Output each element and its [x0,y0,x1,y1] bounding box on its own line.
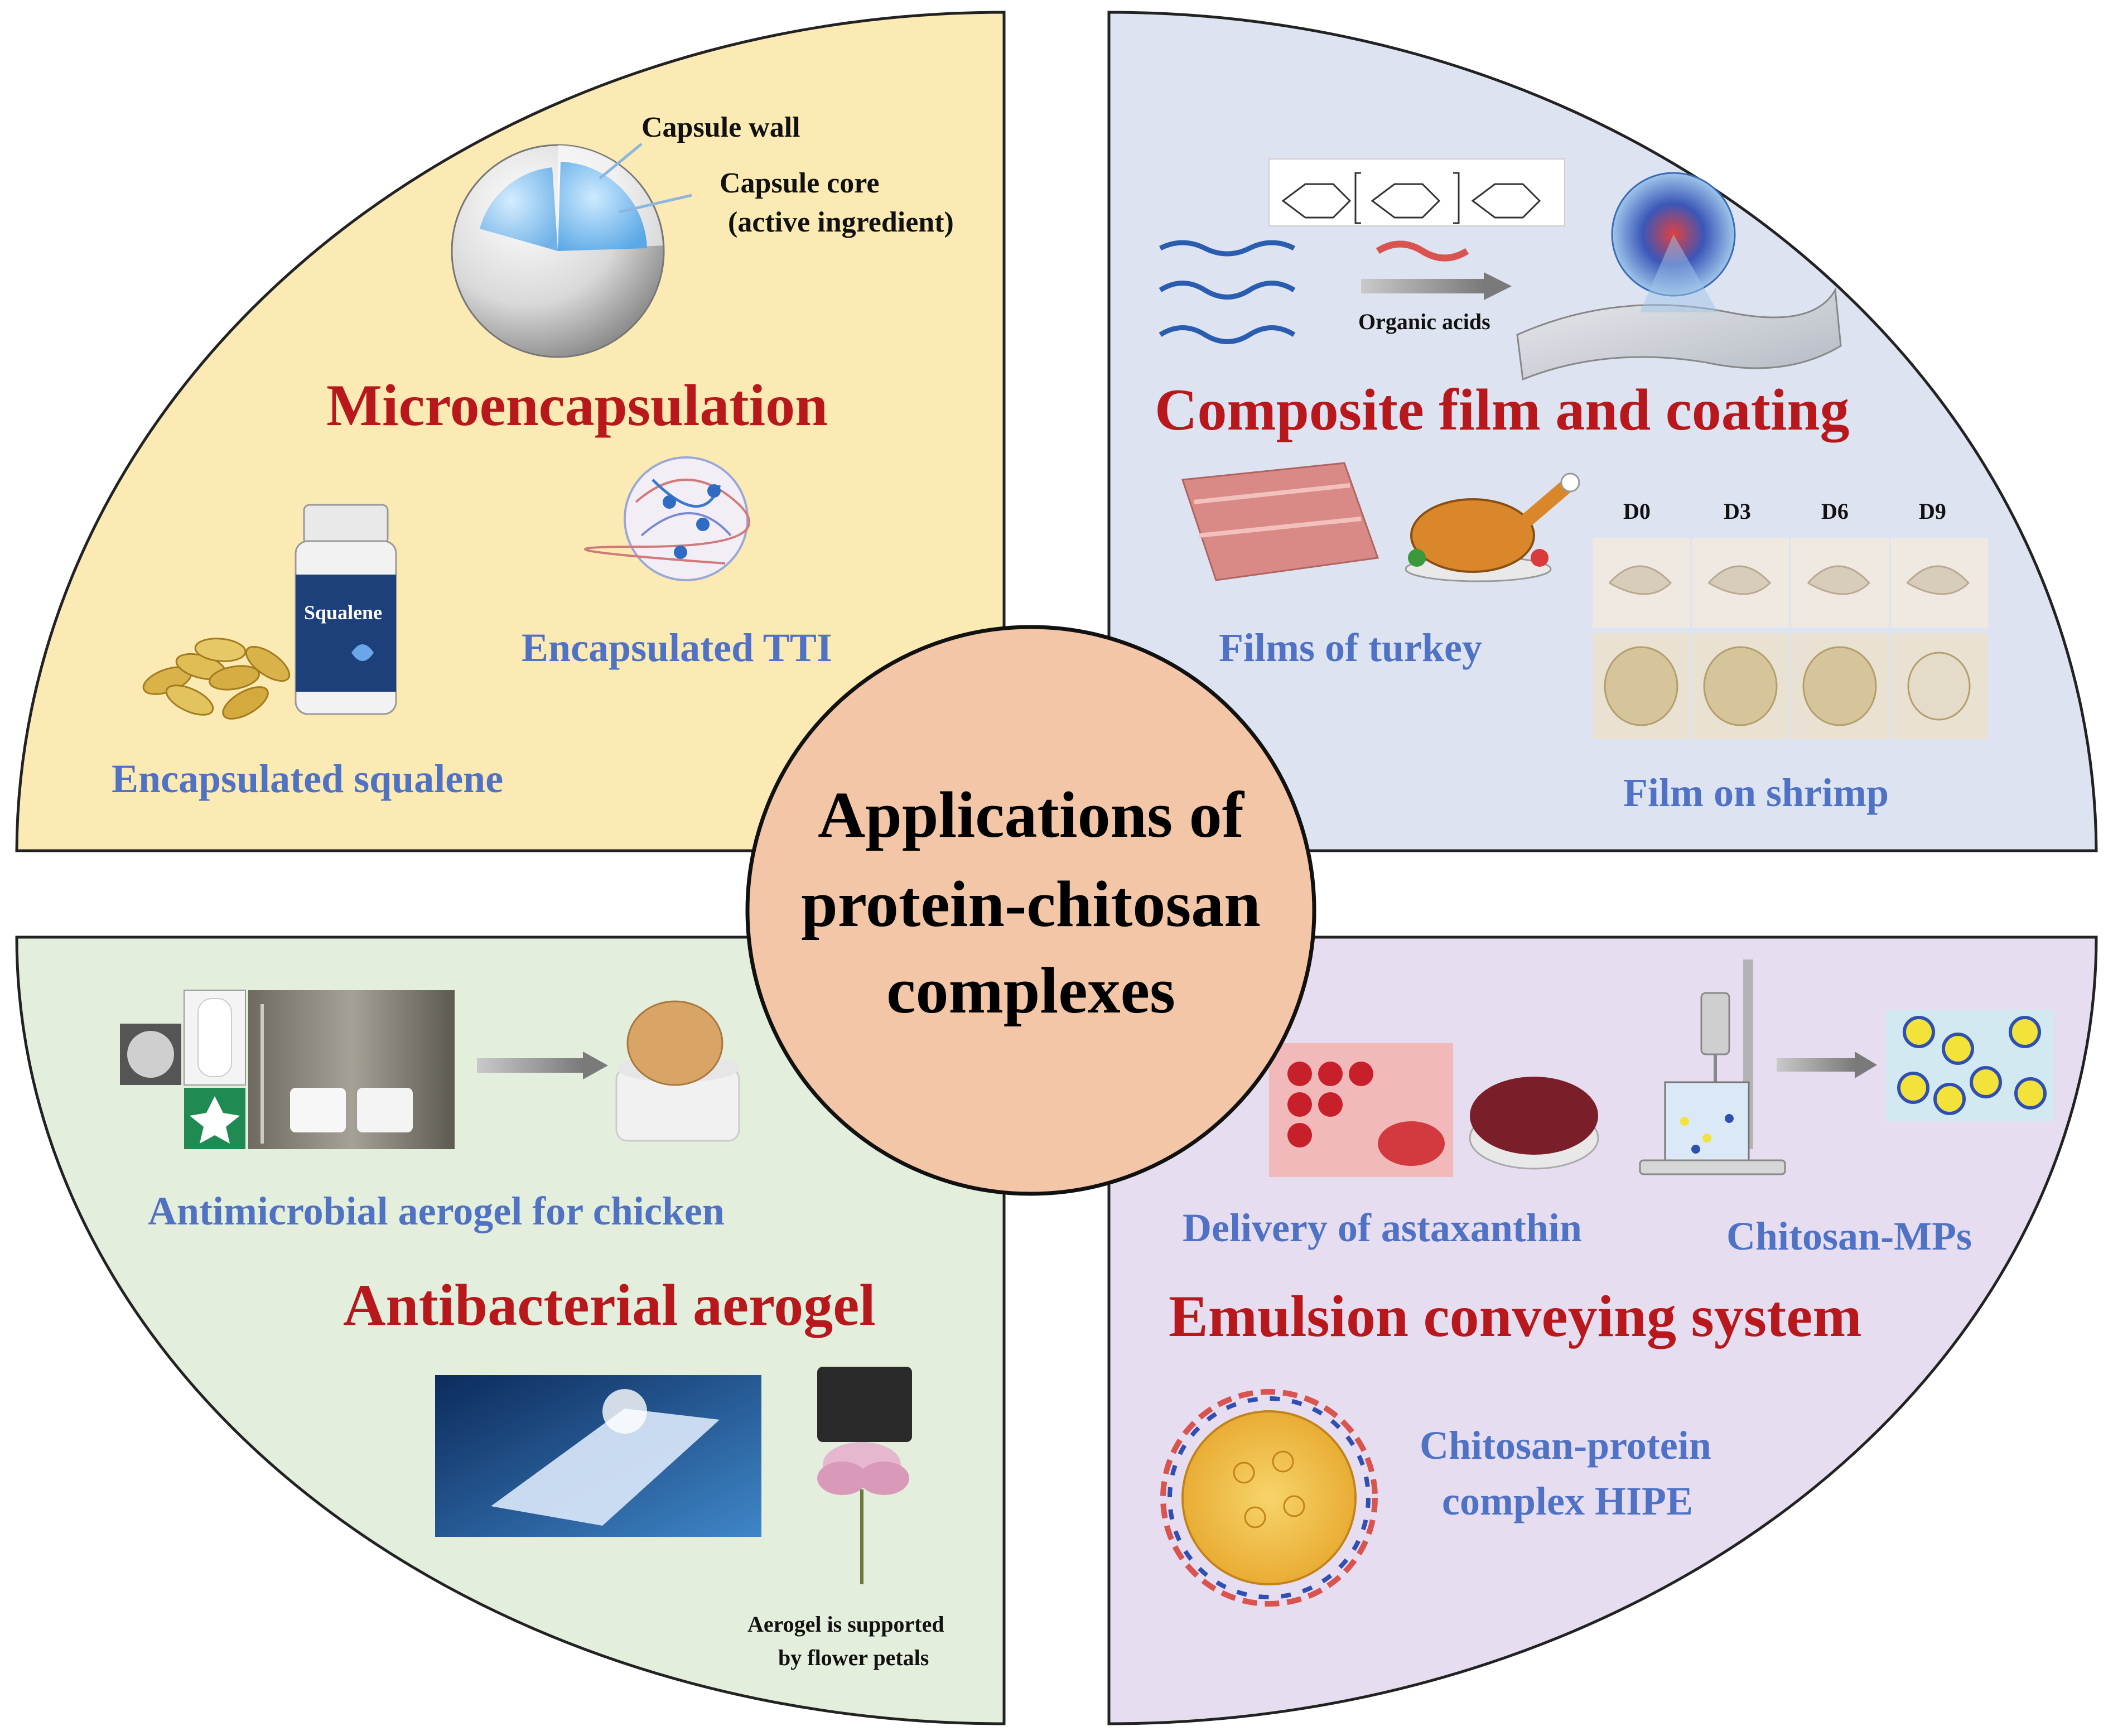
hipe-label-line2: complex HIPE [1442,1479,1693,1523]
petal-support-line1: Aerogel is supported [747,1612,944,1637]
hipe-label-line1: Chitosan-protein [1420,1423,1711,1468]
shrimp-day-labels: D0 D3 D6 D9 [1623,499,1946,524]
organic-acids-label: Organic acids [1358,309,1490,334]
composite-film-title: Composite film and coating [1155,377,1850,442]
antibacterial-aerogel-title: Antibacterial aerogel [343,1272,876,1338]
capsule-wall-label: Capsule wall [641,112,800,143]
petal-support-line2: by flower petals [778,1645,929,1670]
homogenizer-image [1639,959,1786,1175]
chitosan-mps-label: Chitosan-MPs [1726,1214,1972,1258]
emulsion-title: Emulsion conveying system [1169,1284,1862,1349]
aerogel-jar-image [248,990,455,1149]
antimicrobial-chicken-label: Antimicrobial aerogel for chicken [148,1189,725,1233]
center-title-line3: complexes [886,954,1175,1027]
film-on-shrimp-label: Film on shrimp [1623,770,1889,815]
flower-aerogel-image [817,1367,912,1584]
day-label-d3: D3 [1724,499,1751,524]
chitosan-mps-image [1885,1010,2053,1121]
shrimp-photo-grid [1593,538,1988,739]
bottle-label: Squalene [304,601,382,624]
day-label-d6: D6 [1821,499,1849,524]
quadrant-top-left [15,11,1006,852]
center-title-line1: Applications of [818,778,1245,851]
center-title-line2: protein-chitosan [801,867,1261,941]
encapsulated-tti-label: Encapsulated TTI [522,625,832,670]
protein-chains-image [1159,240,1296,344]
astaxanthin-cells-image [1269,1043,1453,1177]
softgel-capsules-image [142,638,291,720]
delivery-astaxanthin-label: Delivery of astaxanthin [1183,1205,1582,1250]
chitosan-chain-image [1376,240,1469,262]
microencapsulation-title: Microencapsulation [326,373,828,438]
blue-aerogel-image [435,1375,761,1537]
aerogel-sample-images [120,990,246,1149]
films-of-turkey-label: Films of turkey [1219,625,1482,670]
chicken-aerogel-image [615,1000,740,1142]
arrow-to-film [1361,272,1512,300]
film-sheet-image [1516,172,1842,381]
tti-network-image [584,456,750,581]
turkey-meat-image [1181,462,1379,581]
astaxanthin-powder-image [1469,1077,1599,1170]
chitosan-structure-image [1268,158,1565,226]
encapsulated-squalene-label: Encapsulated squalene [112,756,503,801]
roast-turkey-icon [1405,472,1580,582]
day-label-d0: D0 [1623,499,1651,524]
arrow-to-mps [1777,1052,1877,1078]
squalene-bottle-image: Squalene [295,504,397,715]
day-label-d9: D9 [1919,499,1946,524]
capsule-core-sub-label: (active ingredient) [728,206,954,238]
capsule-core-label: Capsule core [720,167,879,199]
arrow-to-chicken [477,1052,608,1079]
center-circle [745,625,1316,1196]
hipe-droplet-image [1160,1389,1378,1607]
capsule-diagram [451,143,692,358]
